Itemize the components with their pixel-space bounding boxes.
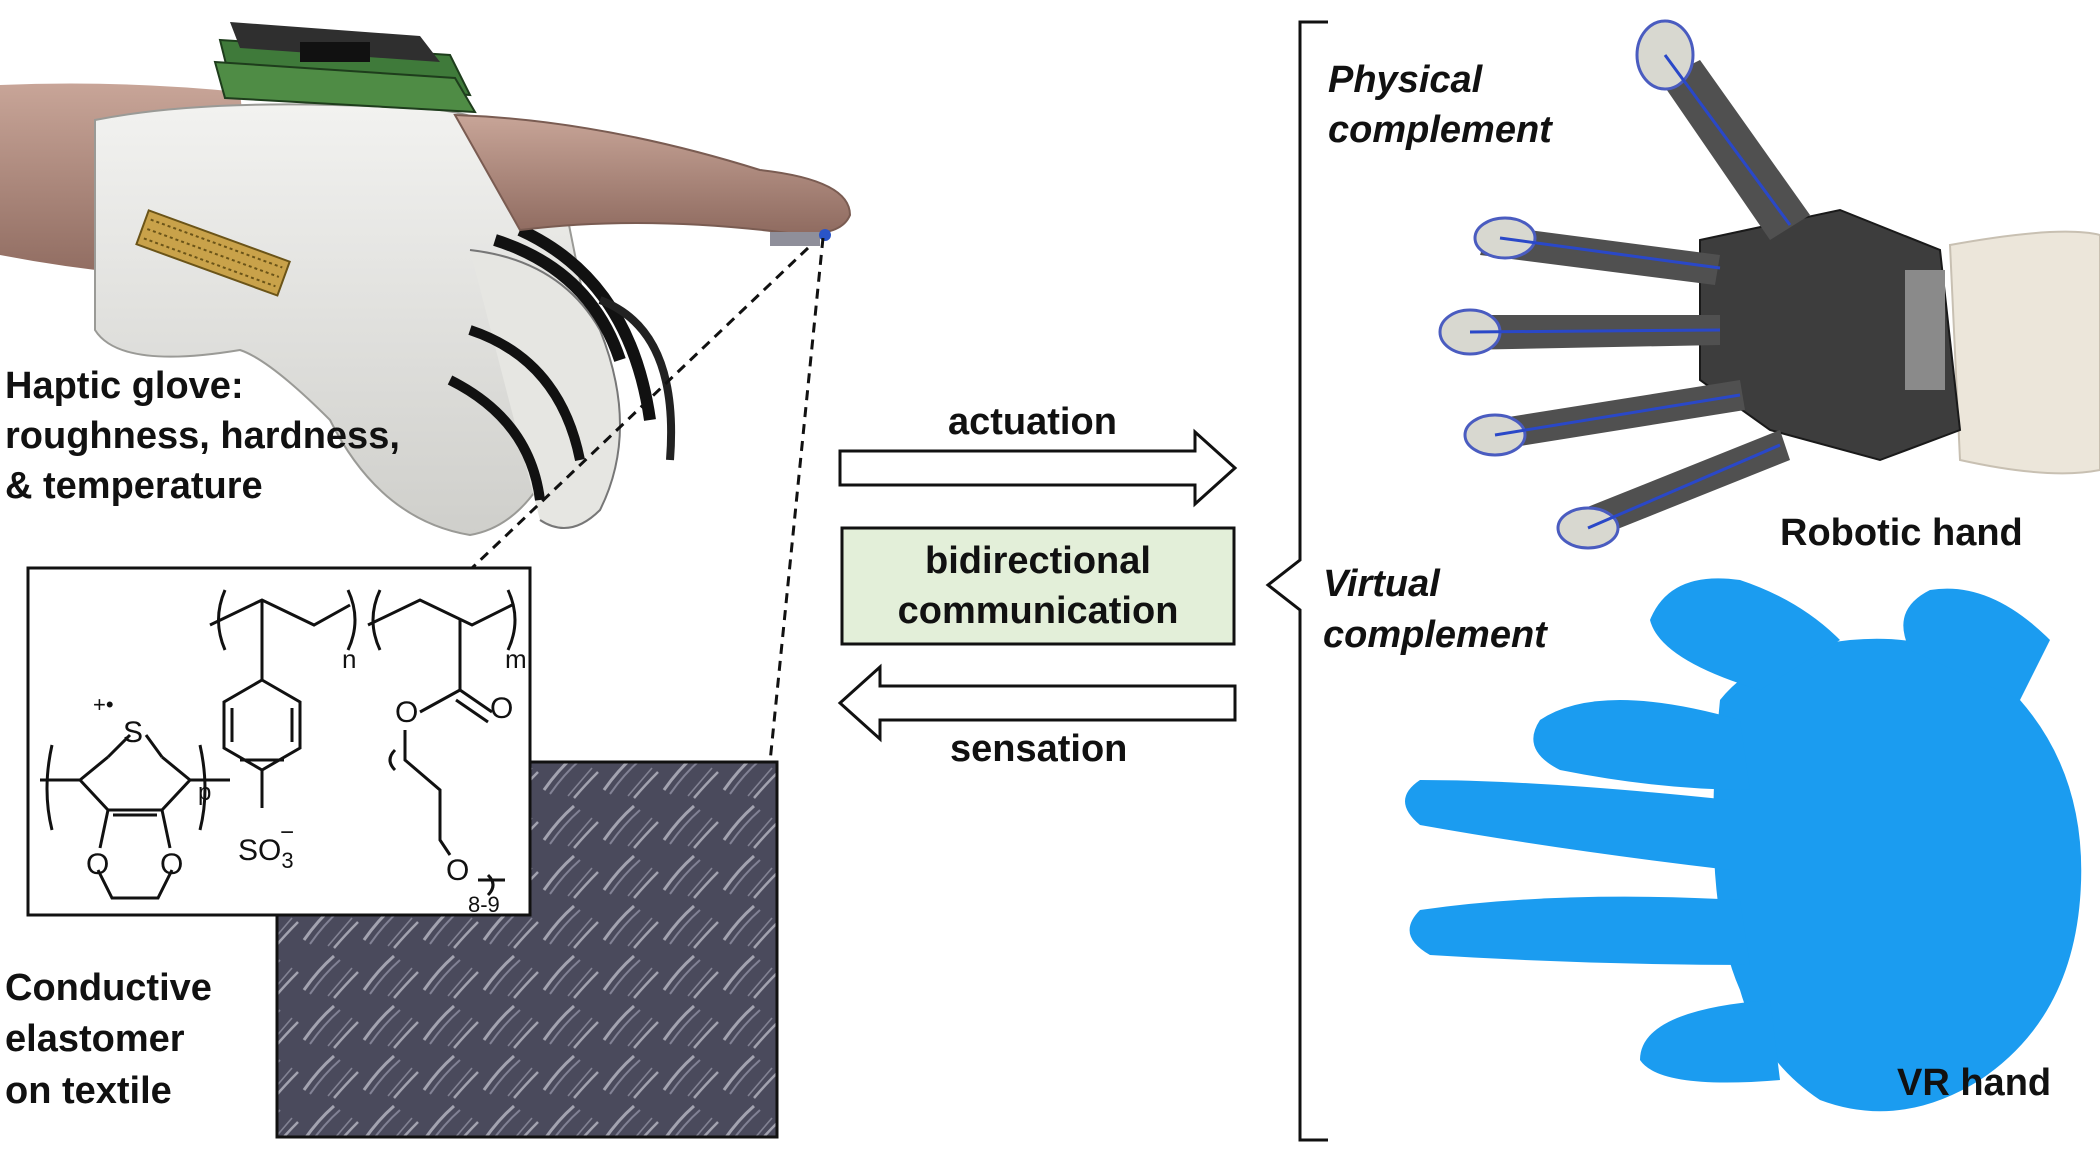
chem-O-right: O <box>160 848 183 881</box>
zoom-line-right <box>768 237 825 763</box>
material-label-line3: on textile <box>5 1070 172 1112</box>
chem-O-carbonyl: O <box>490 692 513 725</box>
virtual-label-line2: complement <box>1323 614 1547 656</box>
robotic-hand-label: Robotic hand <box>1780 512 2023 554</box>
chem-O-left: O <box>86 848 109 881</box>
vr-hand-illustration <box>1405 578 2082 1112</box>
bidirectional-label-line2: communication <box>897 590 1179 632</box>
sensation-label: sensation <box>950 728 1128 770</box>
robotic-hand-illustration <box>1438 19 2100 550</box>
chemical-structure-panel: S +• p O O n m SO3 − O O O 8-9 <box>26 566 532 917</box>
glove-label-line1: Haptic glove: <box>5 365 244 407</box>
bidirectional-label-line1: bidirectional <box>925 540 1151 582</box>
sensation-arrow <box>837 663 1237 743</box>
chem-minus: − <box>280 819 294 846</box>
physical-label-line2: complement <box>1328 109 1552 151</box>
chem-O-ester: O <box>395 696 418 729</box>
chem-SO3: SO3 <box>238 834 294 873</box>
bidirectional-label: bidirectional communication <box>842 528 1234 644</box>
glove-label-line3: & temperature <box>5 465 263 507</box>
chem-sub-peg: 8-9 <box>468 892 500 917</box>
circuit-boards <box>213 22 477 114</box>
chem-sub-m: m <box>505 644 527 674</box>
physical-label-line1: Physical <box>1328 59 1483 101</box>
virtual-label-line1: Virtual <box>1323 563 1440 605</box>
chem-O-peg: O <box>446 854 469 887</box>
heater-strip <box>135 209 291 297</box>
material-label-line1: Conductive <box>5 967 212 1009</box>
chem-sub-n: n <box>342 644 356 674</box>
zoom-line-left <box>470 246 810 570</box>
actuation-label: actuation <box>948 401 1117 443</box>
bidirectional-box <box>840 526 1236 646</box>
haptic-glove-illustration <box>0 22 852 537</box>
chem-charge: +• <box>93 692 114 717</box>
actuation-arrow <box>838 428 1238 508</box>
glove-label-line2: roughness, hardness, <box>5 415 400 457</box>
material-label-line2: elastomer <box>5 1018 185 1060</box>
chem-sub-p: p <box>198 779 211 806</box>
chem-S: S <box>123 716 143 749</box>
vr-hand-label: VR hand <box>1897 1062 2052 1104</box>
right-bracket <box>1265 20 1328 1142</box>
fingertip-sensor <box>770 232 820 246</box>
glove-fingers <box>447 224 676 529</box>
